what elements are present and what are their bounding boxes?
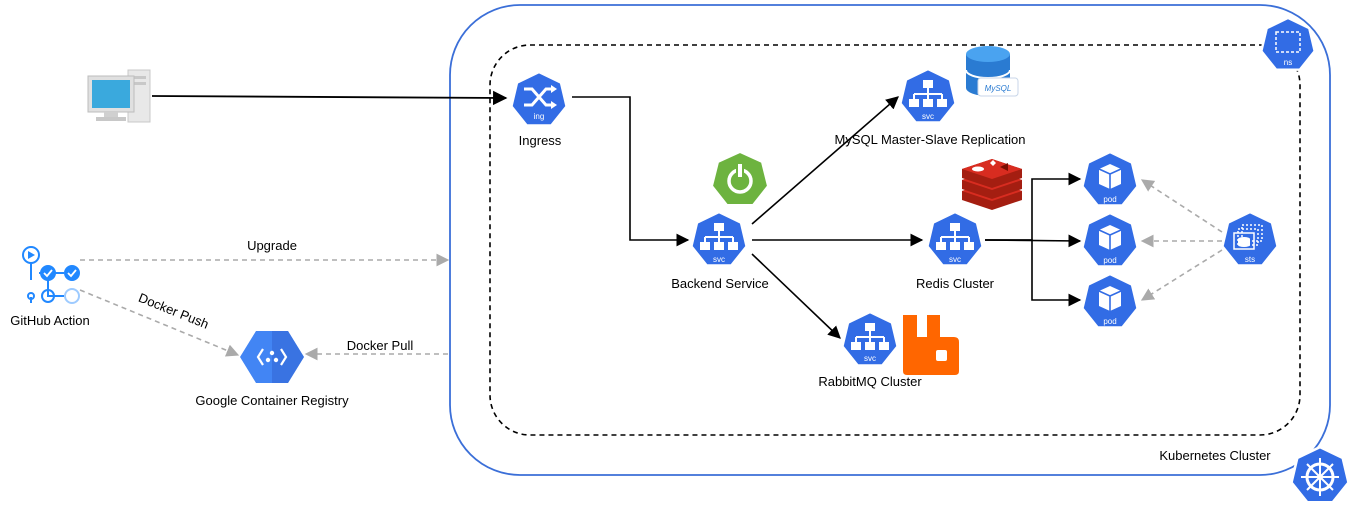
docker-pull-label: Docker Pull (347, 338, 414, 353)
redis-icon (962, 159, 1022, 210)
ingress-node: ing Ingress (510, 70, 568, 148)
rabbitmq-svc-badge: svc (864, 354, 876, 363)
computer-icon (87, 69, 151, 123)
pod-top: pod (1081, 150, 1139, 207)
mysql-logo-text: MySQL (985, 84, 1012, 93)
pod-bottom: pod (1081, 272, 1139, 329)
redis-svc-badge: svc (949, 255, 961, 264)
gcr-icon (240, 331, 304, 383)
gcr-label: Google Container Registry (195, 393, 349, 408)
edge-sts-pod-bottom (1140, 249, 1223, 301)
backend-service-node: svc Backend Service (671, 210, 769, 291)
upgrade-label: Upgrade (247, 238, 297, 253)
pod-badge: pod (1103, 195, 1116, 204)
edge-ingress-backend (572, 96, 690, 247)
rabbitmq-node: svc RabbitMQ Cluster (818, 310, 959, 389)
ingress-badge: ing (534, 112, 545, 121)
pod-badge: pod (1103, 317, 1116, 326)
mysql-node: svc MySQL MySQL Master-Slave Replication (835, 46, 1026, 147)
ingress-label: Ingress (519, 133, 562, 148)
mysql-svc-badge: svc (922, 112, 934, 121)
edge-redis-pod-bottom (985, 239, 1082, 307)
mysql-icon: MySQL (965, 46, 1019, 97)
rabbitmq-icon (903, 315, 959, 375)
namespace-border (489, 44, 1301, 436)
ns-badge: ns (1284, 58, 1292, 67)
sts-badge: sts (1245, 255, 1255, 264)
pod-badge: pod (1103, 256, 1116, 265)
backend-svc-badge: svc (713, 255, 725, 264)
docker-push-label: Docker Push (136, 290, 211, 332)
statefulset-node: sts (1221, 210, 1279, 267)
redis-label: Redis Cluster (916, 276, 995, 291)
namespace-icon: ns (1260, 16, 1316, 71)
mysql-label: MySQL Master-Slave Replication (835, 132, 1026, 147)
spring-boot-icon (710, 150, 770, 206)
backend-service-label: Backend Service (671, 276, 769, 291)
edge-sts-pod-top (1140, 179, 1223, 233)
kubernetes-cluster-border (449, 4, 1331, 476)
edge-computer-ingress (151, 90, 508, 106)
kubernetes-icon (1290, 445, 1350, 504)
kubernetes-cluster-label: Kubernetes Cluster (1159, 448, 1271, 463)
github-actions-icon (22, 246, 80, 304)
github-action-label: GitHub Action (10, 313, 90, 328)
edge-docker-push (79, 289, 240, 357)
rabbitmq-label: RabbitMQ Cluster (818, 374, 922, 389)
edge-backend-mysql (751, 96, 899, 225)
redis-node: svc Redis Cluster (916, 210, 995, 291)
edge-backend-rabbitmq (751, 253, 841, 339)
pod-middle: pod (1081, 211, 1139, 268)
